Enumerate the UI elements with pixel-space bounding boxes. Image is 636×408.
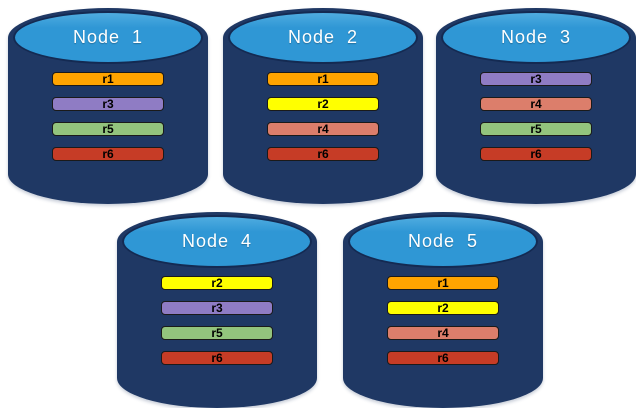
replica-bar-r4: r4	[267, 122, 379, 136]
replica-list: r1 r2 r4 r6	[343, 276, 543, 365]
replica-bar-r2: r2	[161, 276, 273, 290]
database-node-3: Node 3 r3 r4 r5 r6	[436, 8, 636, 204]
cylinder-top: Node 5	[348, 215, 538, 268]
replica-bar-r5: r5	[161, 326, 273, 340]
replica-bar-r4: r4	[480, 97, 592, 111]
replica-list: r1 r3 r5 r6	[8, 72, 208, 161]
replica-bar-r1: r1	[267, 72, 379, 86]
replica-bar-r1: r1	[387, 276, 499, 290]
replica-bar-r2: r2	[387, 301, 499, 315]
replica-bar-r4: r4	[387, 326, 499, 340]
replica-bar-r5: r5	[52, 122, 164, 136]
replica-list: r1 r2 r4 r6	[223, 72, 423, 161]
replica-bar-r3: r3	[161, 301, 273, 315]
cylinder-top: Node 4	[122, 215, 312, 268]
database-node-1: Node 1 r1 r3 r5 r6	[8, 8, 208, 204]
replica-list: r2 r3 r5 r6	[117, 276, 317, 365]
replica-list: r3 r4 r5 r6	[436, 72, 636, 161]
replica-bar-r6: r6	[267, 147, 379, 161]
database-node-4: Node 4 r2 r3 r5 r6	[117, 212, 317, 408]
replica-bar-r6: r6	[52, 147, 164, 161]
node-label: Node 5	[407, 231, 479, 251]
node-label: Node 1	[72, 27, 144, 47]
database-node-5: Node 5 r1 r2 r4 r6	[343, 212, 543, 408]
node-label: Node 4	[181, 231, 253, 251]
cylinder-top: Node 3	[441, 11, 631, 64]
database-node-2: Node 2 r1 r2 r4 r6	[223, 8, 423, 204]
replica-bar-r6: r6	[161, 351, 273, 365]
replica-bar-r3: r3	[480, 72, 592, 86]
node-label: Node 2	[287, 27, 359, 47]
replica-bar-r2: r2	[267, 97, 379, 111]
replica-bar-r6: r6	[480, 147, 592, 161]
cylinder-top: Node 2	[228, 11, 418, 64]
replica-bar-r5: r5	[480, 122, 592, 136]
replica-bar-r3: r3	[52, 97, 164, 111]
node-label: Node 3	[500, 27, 572, 47]
replica-bar-r1: r1	[52, 72, 164, 86]
replica-bar-r6: r6	[387, 351, 499, 365]
cylinder-top: Node 1	[13, 11, 203, 64]
